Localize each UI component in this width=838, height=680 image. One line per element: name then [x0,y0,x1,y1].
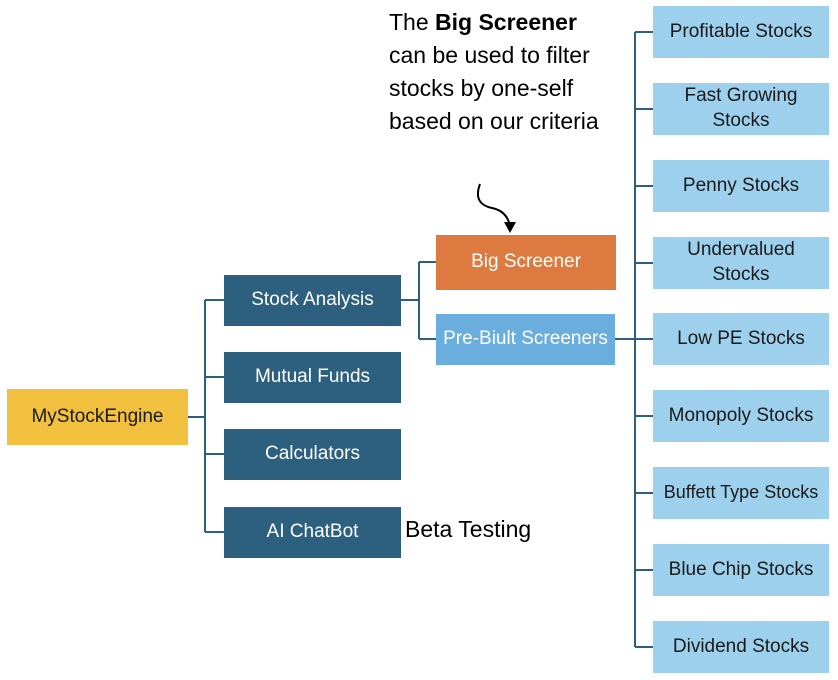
root-node-mystockengine[interactable]: MyStockEngine [7,389,188,445]
pre-built-screeners-node[interactable]: Pre-Biult Screeners [436,314,615,365]
screener-dividend-stocks[interactable]: Dividend Stocks [653,621,829,673]
big-screener-note: The Big Screener can be used to filter s… [389,6,619,138]
note-arrow-head [504,222,516,233]
screener-fast-growing-stocks[interactable]: Fast Growing Stocks [653,83,829,135]
note-prefix: The [389,9,429,35]
screener-monopoly-stocks[interactable]: Monopoly Stocks [653,390,829,442]
big-screener-node[interactable]: Big Screener [436,235,616,290]
screener-blue-chip-stocks[interactable]: Blue Chip Stocks [653,544,829,596]
screener-low-pe-stocks[interactable]: Low PE Stocks [653,313,829,365]
screener-buffett-type-stocks[interactable]: Buffett Type Stocks [653,467,829,519]
menu-item-calculators[interactable]: Calculators [224,429,401,480]
screener-profitable-stocks[interactable]: Profitable Stocks [653,6,829,58]
screener-penny-stocks[interactable]: Penny Stocks [653,160,829,212]
menu-item-mutual-funds[interactable]: Mutual Funds [224,352,401,403]
beta-testing-label: Beta Testing [405,516,532,542]
note-bold: Big Screener [435,9,577,35]
note-arrow [476,183,511,227]
note-rest: can be used to filter stocks by one-self… [389,42,599,134]
screener-undervalued-stocks[interactable]: Undervalued Stocks [653,237,829,289]
menu-item-stock-analysis[interactable]: Stock Analysis [224,275,401,326]
menu-item-ai-chatbot[interactable]: AI ChatBot [224,507,401,558]
